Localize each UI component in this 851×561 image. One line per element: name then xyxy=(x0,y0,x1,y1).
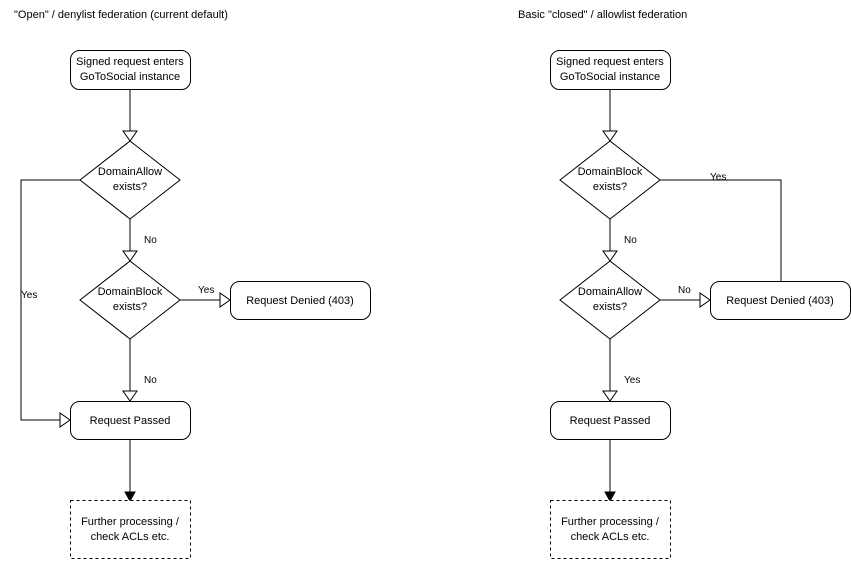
edge-start-to-decision1-left xyxy=(122,89,138,142)
passed-node-label-right: Request Passed xyxy=(570,415,651,427)
node-request-passed-right[interactable]: Request Passed xyxy=(550,401,671,440)
node-request-denied-right[interactable]: Request Denied (403) xyxy=(710,281,851,320)
node-decision-domainblock-left[interactable]: DomainBlock exists? xyxy=(79,260,181,340)
start-node-label-line1-left: Signed request enters xyxy=(76,56,184,68)
edge-decision2-yes-to-denied-left: Yes xyxy=(180,285,231,308)
decision1-label-line2-right: exists? xyxy=(593,181,627,193)
node-request-denied-left[interactable]: Request Denied (403) xyxy=(230,281,371,320)
further-node-label-line2-left: check ACLs etc. xyxy=(91,531,170,543)
denied-node-label-left: Request Denied (403) xyxy=(246,295,354,307)
edge-decision1-no-to-decision2-left: No xyxy=(122,219,157,262)
edge-label-decision1-no-right: No xyxy=(624,235,637,246)
edge-decision1-yes-to-denied-right: Yes xyxy=(660,172,787,302)
panel-title-open-denylist: "Open" / denylist federation (current de… xyxy=(14,9,228,21)
decision1-label-line2-left: exists? xyxy=(113,181,147,193)
edge-decision1-no-to-decision2-right: No xyxy=(602,219,637,262)
further-node-shape-left xyxy=(70,500,191,559)
edge-label-decision2-no-left: No xyxy=(144,375,157,386)
edge-label-decision2-yes-left: Yes xyxy=(198,285,214,296)
start-node-label-line1-right: Signed request enters xyxy=(556,56,664,68)
node-further-processing-right[interactable]: Further processing / check ACLs etc. xyxy=(550,500,671,559)
edge-decision2-no-to-denied-right: No xyxy=(660,285,711,308)
start-node-label-line2-right: GoToSocial instance xyxy=(560,71,660,83)
edge-start-to-decision1-right xyxy=(602,89,618,142)
edge-label-decision1-no-left: No xyxy=(144,235,157,246)
decision2-label-line2-left: exists? xyxy=(113,301,147,313)
panel-open-denylist: "Open" / denylist federation (current de… xyxy=(14,9,371,559)
node-start-left[interactable]: Signed request enters GoToSocial instanc… xyxy=(70,50,191,90)
further-node-label-line1-left: Further processing / xyxy=(81,516,180,528)
edge-passed-to-further-left xyxy=(124,439,136,503)
decision2-label-line1-right: DomainAllow xyxy=(578,286,642,298)
further-node-label-line1-right: Further processing / xyxy=(561,516,660,528)
edge-decision2-no-to-passed-left: No xyxy=(122,339,157,402)
edge-label-decision1-yes-left: Yes xyxy=(21,290,37,301)
further-node-shape-right xyxy=(550,500,671,559)
denied-node-label-right: Request Denied (403) xyxy=(726,295,834,307)
edge-label-decision2-no-right: No xyxy=(678,285,691,296)
decision2-label-line1-left: DomainBlock xyxy=(98,286,163,298)
node-decision-domainblock-right[interactable]: DomainBlock exists? xyxy=(559,140,661,220)
node-decision-domainallow-right[interactable]: DomainAllow exists? xyxy=(559,260,661,340)
decision2-label-line2-right: exists? xyxy=(593,301,627,313)
node-start-right[interactable]: Signed request enters GoToSocial instanc… xyxy=(550,50,671,90)
node-further-processing-left[interactable]: Further processing / check ACLs etc. xyxy=(70,500,191,559)
edge-passed-to-further-right xyxy=(604,439,616,503)
decision1-label-line1-left: DomainAllow xyxy=(98,166,162,178)
node-request-passed-left[interactable]: Request Passed xyxy=(70,401,191,440)
node-decision-domainallow-left[interactable]: DomainAllow exists? xyxy=(79,140,181,220)
decision1-label-line1-right: DomainBlock xyxy=(578,166,643,178)
start-node-label-line2-left: GoToSocial instance xyxy=(80,71,180,83)
panel-closed-allowlist: Basic "closed" / allowlist federation Si… xyxy=(518,9,851,559)
edge-decision2-yes-to-passed-right: Yes xyxy=(602,339,640,402)
further-node-label-line2-right: check ACLs etc. xyxy=(571,531,650,543)
denied-node-shape-left xyxy=(230,281,371,320)
edge-decision1-yes-to-passed-left: Yes xyxy=(20,179,80,428)
panel-title-closed-allowlist: Basic "closed" / allowlist federation xyxy=(518,9,687,21)
passed-node-label-left: Request Passed xyxy=(90,415,171,427)
edge-label-decision2-yes-right: Yes xyxy=(624,375,640,386)
edge-label-decision1-yes-right: Yes xyxy=(710,172,726,183)
